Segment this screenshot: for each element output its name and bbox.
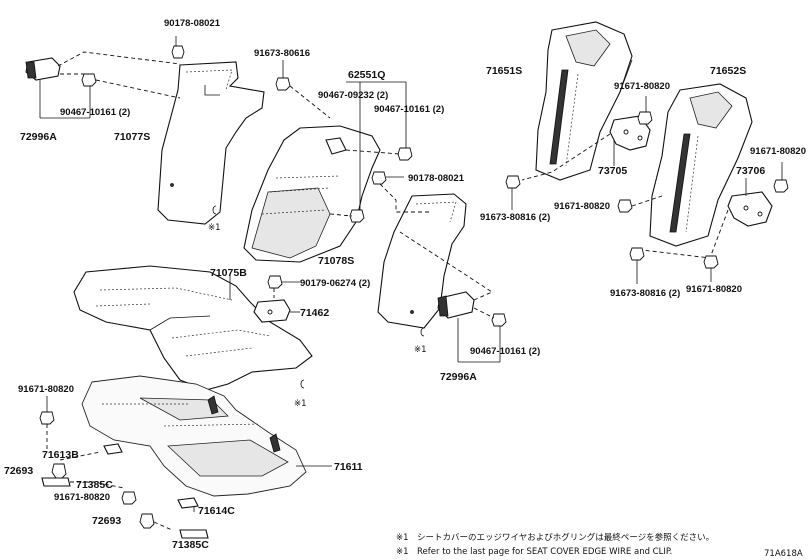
label-71652s: 71652S (710, 65, 746, 77)
label-71462: 71462 (300, 307, 329, 319)
seat-cushion-pad (81, 375, 307, 497)
bolt-91671-c (617, 199, 633, 213)
label-90178-mid: 90178-08021 (408, 173, 465, 184)
footnote-english: ※1 Refer to the last page for SEAT COVER… (396, 547, 672, 557)
seatback-cover-right (377, 193, 467, 329)
label-90178-top: 90178-08021 (164, 18, 221, 29)
clip-71385c-b (179, 529, 209, 539)
edge-clip-glyph-2 (420, 327, 425, 337)
bracket-71462 (253, 299, 300, 323)
seatback-frame-62551q (243, 125, 381, 263)
nut-90467-09232 (349, 209, 365, 223)
bracket-71614c (177, 497, 199, 509)
edge-clip-glyph-3 (300, 379, 305, 389)
label-91673-80816-a: 91673-80816 (2) (480, 212, 550, 223)
bolt-91671-e (39, 396, 55, 425)
label-71077s: 71077S (114, 131, 150, 143)
label-91671-a: 91671-80820 (614, 81, 670, 92)
footnote-japanese: ※1 シートカバーのエッジワイヤおよびホグリングは最終ページを参照ください。 (396, 532, 714, 543)
clip-90467-mid (397, 147, 413, 161)
label-90179: 90179-06274 (2) (300, 278, 370, 289)
label-90467-mid: 90467-10161 (2) (374, 104, 444, 115)
label-91671-d: 91671-80820 (686, 284, 742, 295)
bolt-91671-d (703, 255, 719, 282)
seatback-cover-left (157, 61, 265, 225)
label-90467-right: 90467-10161 (2) (470, 346, 540, 357)
label-72693-a: 72693 (4, 465, 33, 477)
headrest-guide-right (437, 291, 507, 363)
headrest-guide-left (25, 57, 97, 119)
label-73706: 73706 (736, 165, 765, 177)
bracket-71613b (103, 443, 123, 455)
label-71078s: 71078S (318, 255, 354, 267)
bolt-91671-f (121, 491, 137, 505)
label-71613b: 71613B (42, 449, 79, 461)
bolt-91673-80616 (275, 60, 291, 91)
clip-90179 (267, 275, 300, 289)
side-support-71651s (535, 21, 633, 181)
label-71385c-b: 71385C (172, 539, 209, 551)
edge-clip-glyph-1 (212, 205, 217, 215)
label-90467-09232: 90467-09232 (2) (318, 90, 388, 101)
label-note-mark-3: ※1 (294, 399, 307, 409)
label-71614c: 71614C (198, 505, 235, 517)
label-62551q: 62551Q (348, 69, 385, 81)
bolt-91673-80816-a (505, 175, 521, 210)
label-71611: 71611 (334, 461, 363, 473)
clip-71385c-a (41, 477, 71, 487)
label-72693-b: 72693 (92, 515, 121, 527)
label-91673-80816-b: 91673-80816 (2) (610, 288, 680, 299)
label-90467-left: 90467-10161 (2) (60, 107, 130, 118)
clip-90178-mid (371, 171, 404, 185)
bolt-91671-b (773, 179, 789, 193)
bracket-73706 (727, 191, 773, 227)
label-72996a-left: 72996A (20, 131, 57, 143)
label-note-mark-2: ※1 (414, 345, 427, 355)
label-72996a-right: 72996A (440, 371, 477, 383)
label-71075b: 71075B (210, 267, 247, 279)
bolt-91671-a (637, 111, 653, 125)
label-71651s: 71651S (486, 65, 522, 77)
diagram-reference-code: 71A618A (764, 549, 803, 559)
label-73705: 73705 (598, 165, 627, 177)
label-91671-c: 91671-80820 (554, 201, 610, 212)
clip-90178-top (171, 36, 185, 59)
retainer-72693-a (51, 463, 67, 479)
label-91671-e: 91671-80820 (18, 384, 74, 395)
bolt-91673-80816-b (629, 247, 645, 284)
label-91671-b: 91671-80820 (750, 146, 806, 157)
retainer-72693-b (139, 513, 155, 529)
label-91671-f: 91671-80820 (54, 492, 110, 503)
side-support-71652s (649, 83, 753, 247)
seat-cushion-cover (73, 265, 313, 391)
label-91673-80616: 91673-80616 (254, 48, 310, 59)
label-note-mark-1: ※1 (208, 223, 221, 233)
label-71385c-a: 71385C (76, 479, 113, 491)
